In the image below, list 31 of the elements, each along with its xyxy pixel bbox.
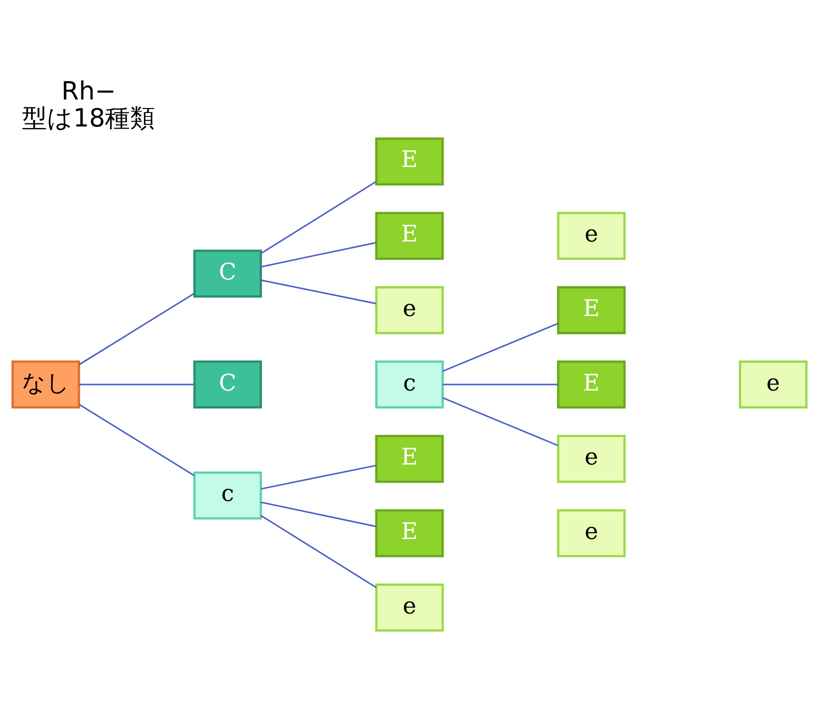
node-box: E bbox=[375, 508, 444, 557]
connector bbox=[260, 500, 376, 527]
node-box: e bbox=[557, 434, 626, 482]
node-box: なし bbox=[11, 360, 80, 408]
connector bbox=[79, 383, 194, 385]
connector bbox=[260, 278, 376, 304]
node-box: E bbox=[375, 136, 444, 186]
connector bbox=[78, 292, 195, 365]
connector bbox=[442, 383, 558, 385]
node-box: E bbox=[375, 211, 444, 260]
node-box: e bbox=[557, 508, 626, 557]
connector bbox=[260, 514, 377, 588]
node-box: E bbox=[557, 360, 626, 408]
diagram-title: Rh− bbox=[61, 76, 116, 105]
node-box: e bbox=[738, 360, 808, 408]
node-box: C bbox=[193, 249, 262, 298]
node-box: e bbox=[375, 583, 444, 632]
node-box: c bbox=[193, 470, 262, 519]
connector bbox=[260, 464, 376, 490]
node-box: c bbox=[375, 360, 444, 408]
node-box: C bbox=[193, 360, 262, 408]
connector bbox=[260, 241, 376, 268]
node-box: E bbox=[557, 286, 626, 334]
node-box: e bbox=[375, 286, 444, 334]
connector bbox=[442, 322, 558, 372]
caption: 型は18種類 bbox=[22, 103, 156, 132]
node-box: e bbox=[557, 211, 626, 260]
connector bbox=[78, 403, 195, 476]
connector bbox=[260, 180, 377, 254]
node-box: E bbox=[375, 434, 444, 482]
connector bbox=[442, 396, 558, 446]
